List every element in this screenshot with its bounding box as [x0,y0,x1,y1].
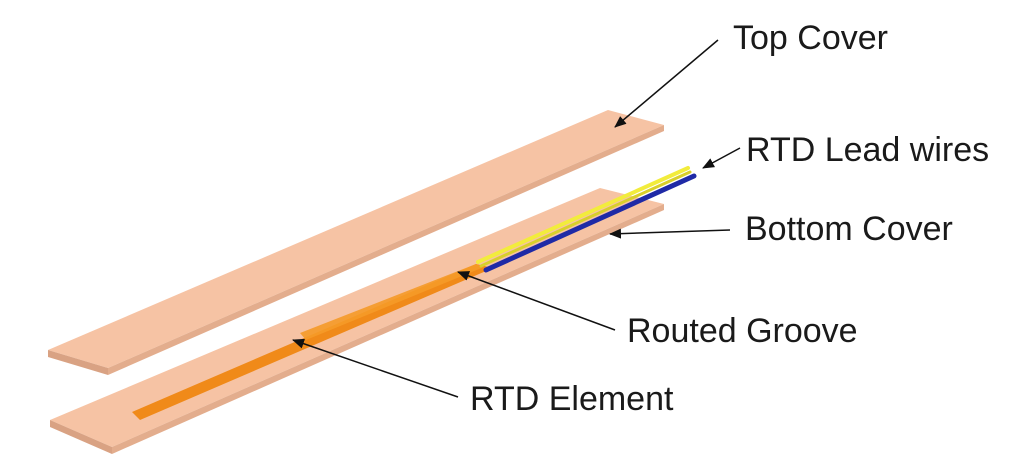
callout-labels: Top Cover RTD Lead wires Bottom Cover Ro… [470,19,989,418]
leader-rtd-element [292,338,459,398]
leader-routed-groove [457,271,616,331]
leader-lines [292,39,741,398]
top-cover-face [48,110,664,368]
label-routed-groove: Routed Groove [627,312,858,350]
lead-wire-blue [483,173,697,273]
label-top-cover: Top Cover [733,19,888,57]
leader-lead-wires [702,147,741,169]
leader-bottom-cover [609,228,731,239]
lead-wire-yellow [476,166,690,264]
label-bottom-cover: Bottom Cover [745,210,953,248]
bottom-cover-side-edge [112,204,664,454]
lead-wire-yellow-2 [479,170,692,268]
rtd-element [300,264,484,340]
top-cover-side-edge [108,125,664,375]
bottom-cover-front-edge [50,420,112,454]
top-cover [48,110,664,375]
label-rtd-element: RTD Element [470,380,674,418]
routed-groove [132,264,493,420]
leader-top-cover [614,39,719,128]
top-cover-front-edge [48,350,108,375]
rtd-lead-wires [476,166,697,273]
label-lead-wires: RTD Lead wires [746,131,989,169]
